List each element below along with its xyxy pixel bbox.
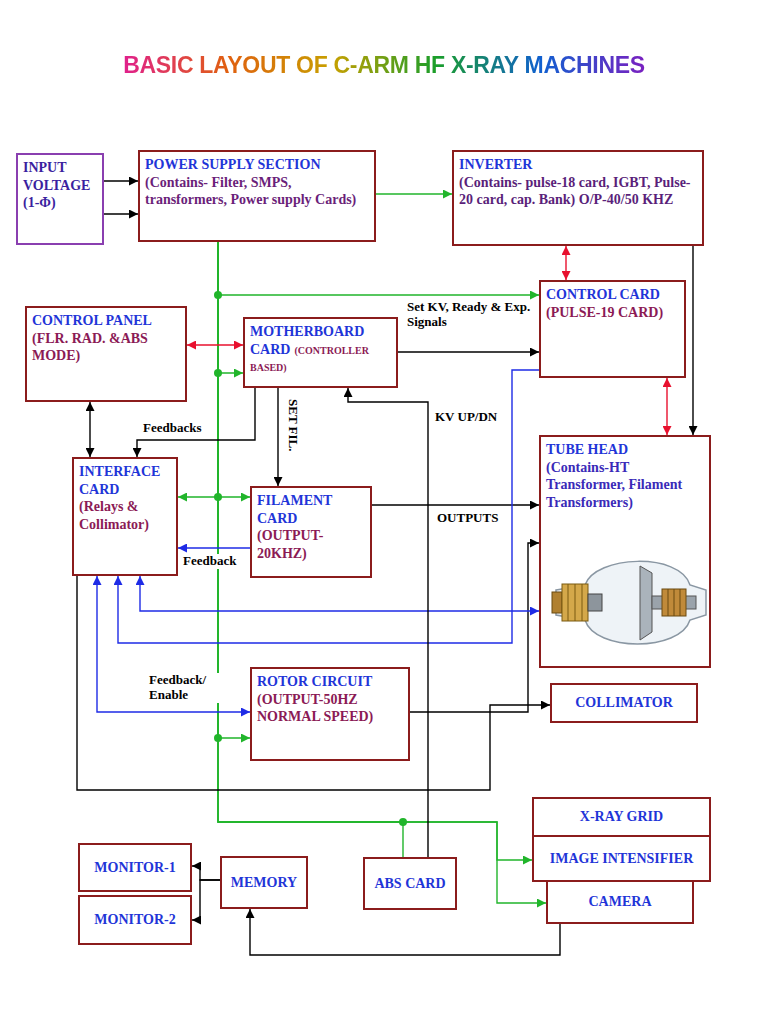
box-heading: INPUT VOLTAGE (1-Φ) xyxy=(23,159,97,212)
box-heading: MEMORY xyxy=(231,874,297,892)
box-heading: POWER SUPPLY SECTION xyxy=(145,156,369,174)
rotor-winding xyxy=(674,589,675,616)
connector xyxy=(187,344,243,345)
connector xyxy=(89,402,90,457)
card-box: INTERFACE CARD(Relays & Collimator) xyxy=(72,457,178,576)
input-box: INPUT VOLTAGE (1-Φ) xyxy=(16,153,104,245)
connector xyxy=(250,909,560,955)
rotor-winding xyxy=(680,589,681,616)
connector xyxy=(178,547,250,548)
focusing-cup xyxy=(588,594,602,611)
box-heading: CONTROL CARD xyxy=(546,286,679,304)
connector xyxy=(218,242,539,295)
box-heading: INTERFACE CARD xyxy=(79,463,171,498)
connector xyxy=(277,388,278,486)
connector xyxy=(376,193,452,194)
connector xyxy=(104,213,138,214)
connector xyxy=(137,388,255,457)
box-heading: TUBE HEAD xyxy=(546,441,704,459)
memory-box: MEMORY xyxy=(220,856,308,909)
xray-tube xyxy=(552,561,706,644)
cathode-assembly xyxy=(562,584,588,621)
connector xyxy=(192,866,220,880)
signal-label: KV UP/DN xyxy=(434,410,498,425)
connector xyxy=(666,378,667,435)
box-heading: MONITOR-1 xyxy=(94,859,175,877)
cathode-stripe xyxy=(568,584,569,621)
signal-label: Feedback xyxy=(182,554,237,569)
signal-label: Feedbacks xyxy=(142,421,203,436)
monitor-box: MONITOR-1 xyxy=(78,843,192,892)
connector xyxy=(118,370,539,643)
monitor-box: MONITOR-2 xyxy=(78,895,192,945)
cathode-stripe xyxy=(575,584,576,621)
box-heading: ROTOR CIRCUIT xyxy=(257,673,403,691)
connector xyxy=(104,180,138,181)
connector xyxy=(218,242,403,857)
connector xyxy=(218,242,546,903)
box-heading: COLLIMATOR xyxy=(575,694,673,712)
box-heading: CAMERA xyxy=(589,893,652,911)
box-detail: (Contains- Filter, SMPS, transformers, P… xyxy=(145,174,369,209)
panel-box: CONTROL PANEL(FLR. RAD. &ABS MODE) xyxy=(25,306,187,402)
card-box: ABS CARD xyxy=(363,857,457,910)
connector xyxy=(97,576,250,712)
cathode-stripe xyxy=(582,584,583,621)
component-box: IMAGE INTENSIFIER xyxy=(532,835,711,882)
page-title: BASIC LAYOUT OF C-ARM HF X-RAY MACHINES xyxy=(123,52,645,79)
box-detail: (OUTPUT-50HZ NORMAL SPEED) xyxy=(257,691,403,726)
junction-dots xyxy=(214,291,407,826)
connector xyxy=(77,576,550,790)
box-heading: IMAGE INTENSIFIER xyxy=(550,850,694,868)
box-detail: (FLR. RAD. &ABS MODE) xyxy=(32,330,180,365)
connector xyxy=(218,242,243,373)
component-box: COLLIMATOR xyxy=(550,683,698,723)
connector xyxy=(398,351,539,352)
box-detail: (PULSE-19 CARD) xyxy=(546,304,679,322)
section-box: POWER SUPPLY SECTION(Contains- Filter, S… xyxy=(138,150,376,242)
box-heading: ABS CARD xyxy=(374,875,445,893)
connector xyxy=(140,576,539,611)
anode-disc xyxy=(640,566,652,640)
signal-label: Feedback/ Enable xyxy=(148,673,222,703)
connector xyxy=(565,246,566,280)
box-heading: CONTROL PANEL xyxy=(32,312,180,330)
box-detail: (Contains-HT Transformer, Filament Trans… xyxy=(546,459,704,512)
rotor-winding xyxy=(668,589,669,616)
connector xyxy=(692,246,693,435)
signal-label: OUTPUTS xyxy=(436,511,499,526)
signal-label: Set KV, Ready & Exp. Signals xyxy=(406,300,536,330)
connector xyxy=(372,504,539,505)
connector xyxy=(218,242,532,860)
box-heading: FILAMENT CARD xyxy=(257,492,365,527)
signal-label: SET FIL. xyxy=(285,398,300,453)
box-detail: (Relays & Collimator) xyxy=(79,498,171,533)
connector xyxy=(410,543,539,712)
box-detail: (Contains- pulse-18 card, IGBT, Pulse-20… xyxy=(459,174,697,209)
component-box: X-RAY GRID xyxy=(532,797,711,837)
cathode-base xyxy=(552,592,562,613)
card-box: FILAMENT CARD(OUTPUT-20KHZ) xyxy=(250,486,372,578)
card-box: MOTHERBOARD CARD(CONTROLLER BASED) xyxy=(243,317,398,388)
connector xyxy=(192,880,220,920)
box-detail: (OUTPUT-20KHZ) xyxy=(257,527,365,562)
tube-head-box: TUBE HEAD(Contains-HT Transformer, Filam… xyxy=(539,435,711,668)
rotor xyxy=(662,589,686,616)
box-heading: X-RAY GRID xyxy=(580,808,663,826)
connector xyxy=(348,388,428,857)
connector xyxy=(218,242,250,497)
glass-envelope xyxy=(556,561,706,644)
box-heading: MONITOR-2 xyxy=(94,911,175,929)
box-heading: INVERTER xyxy=(459,156,697,174)
section-box: INVERTER(Contains- pulse-18 card, IGBT, … xyxy=(452,150,704,246)
card-box: CONTROL CARD(PULSE-19 CARD) xyxy=(539,280,686,378)
connector xyxy=(178,242,218,497)
circuit-box: ROTOR CIRCUIT(OUTPUT-50HZ NORMAL SPEED) xyxy=(250,667,410,761)
component-box: CAMERA xyxy=(546,880,694,924)
